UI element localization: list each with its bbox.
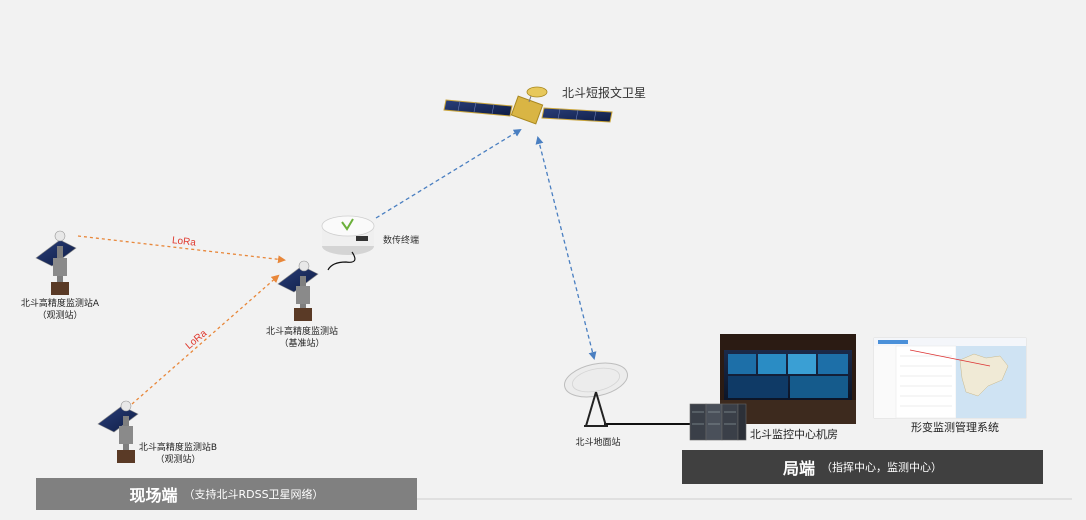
control-room-label: 北斗监控中心机房 [750,427,838,441]
station-a-label-line2: （观测站） [37,309,82,321]
field-end-subtitle: （支持北斗RDSS卫星网络） [183,488,324,501]
bureau-end-banner: 局端 （指挥中心，监测中心） [682,450,1043,484]
lora-label-top: LoRa [171,235,196,248]
ground-station-label: 北斗地面站 [575,436,620,448]
satellite-label: 北斗短报文卫星 [562,85,646,100]
station-ref-label-line2: （基准站） [279,337,324,349]
management-system-label: 形变监测管理系统 [911,420,999,434]
satellite-ground-link [535,136,597,360]
station-b-icon [97,400,139,463]
satellite-dish-icon [564,362,628,427]
bureau-end-subtitle: （指挥中心，监测中心） [821,461,942,474]
station-ref-icon [277,260,319,321]
satellite-icon [443,86,613,125]
lora-link-b [131,274,280,405]
field-end-title: 现场端 [129,486,178,505]
station-a-icon [35,230,77,295]
lora-link-a [77,235,286,264]
server-rack-icon [689,403,747,441]
field-end-banner: 现场端 （支持北斗RDSS卫星网络） [36,478,417,510]
station-a-label-line1: 北斗高精度监测站A [21,297,100,309]
station-b-label-line2: （观测站） [155,453,200,465]
terminal-satellite-link [375,128,522,219]
data-terminal-icon [321,215,375,271]
terminal-label: 数传终端 [383,234,419,246]
bureau-end-title: 局端 [782,459,815,478]
station-ref-label-line1: 北斗高精度监测站 [266,325,338,337]
map-screenshot-icon [873,337,1027,419]
station-b-label-line1: 北斗高精度监测站B [139,441,217,453]
